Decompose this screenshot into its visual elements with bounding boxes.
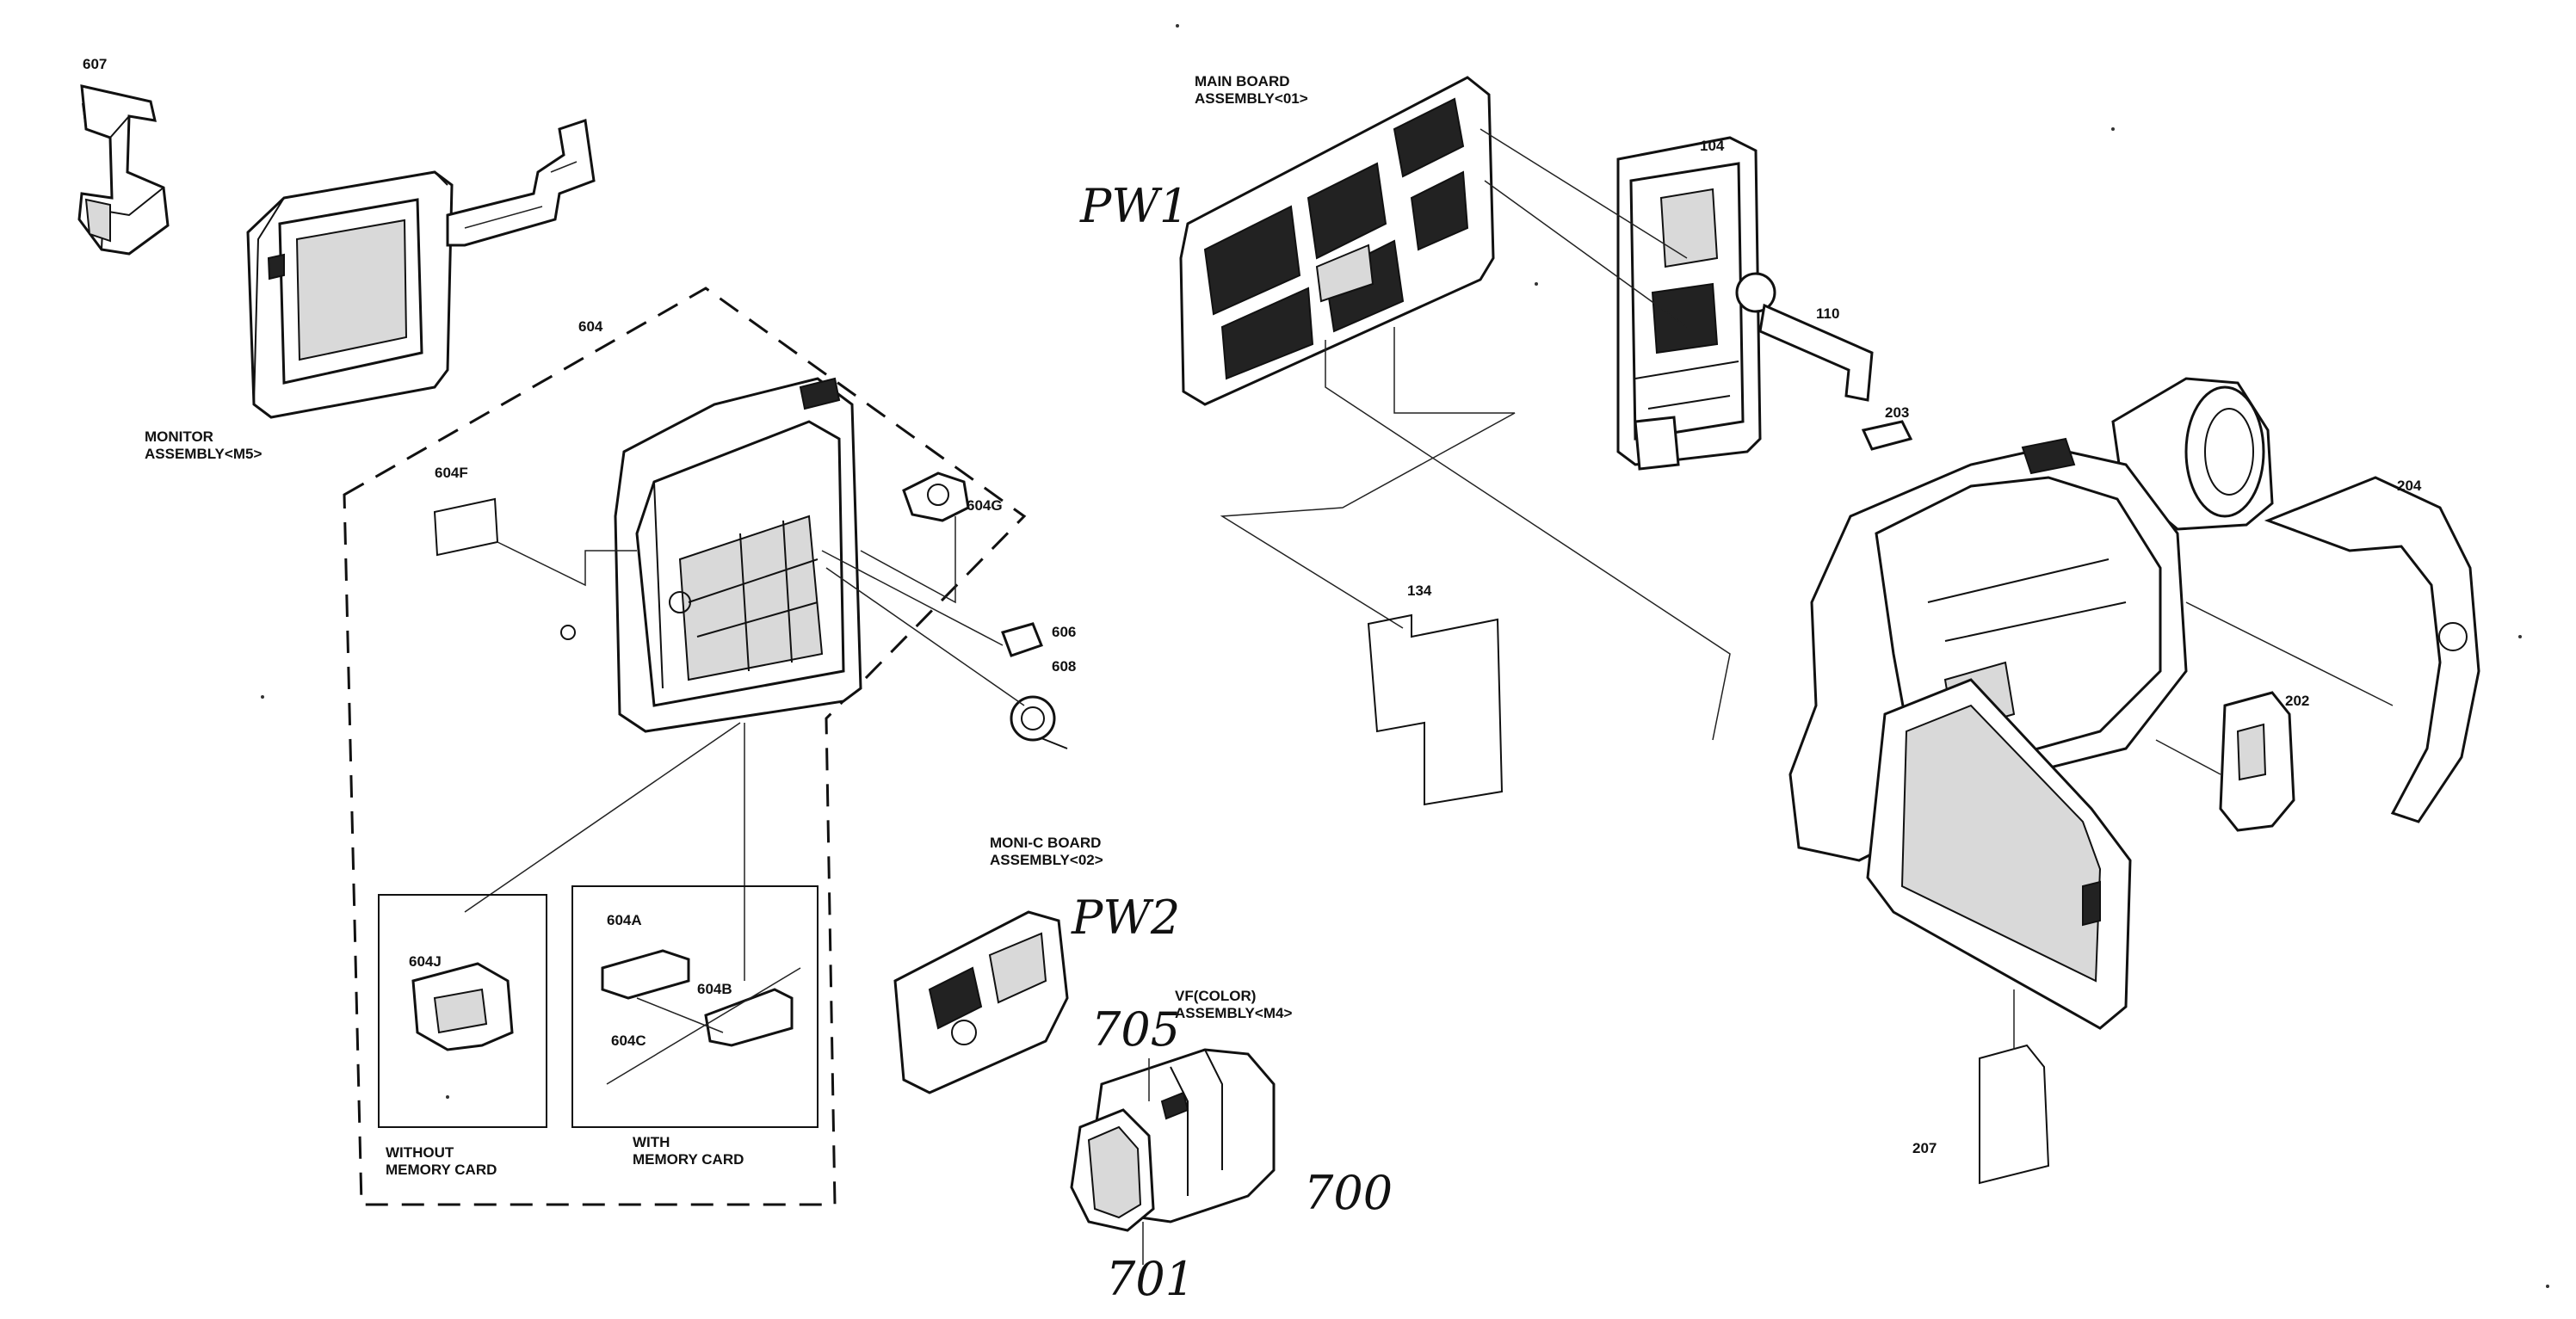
leader-lines-604	[464, 516, 1025, 981]
label-without-memory-card: WITHOUT MEMORY CARD	[386, 1144, 497, 1178]
label-207: 207	[1912, 1140, 1937, 1156]
part-606	[1001, 622, 1043, 657]
part-104-board	[1616, 136, 1776, 471]
label-202: 202	[2285, 693, 2310, 709]
label-604C: 604C	[611, 1032, 646, 1049]
handwritten-701: 701	[1106, 1252, 1195, 1306]
part-604-frame	[560, 377, 862, 733]
label-604: 604	[578, 318, 603, 335]
label-134: 134	[1407, 582, 1432, 599]
part-camera-body	[1788, 377, 2274, 1030]
label-monitor-assembly: MONITOR ASSEMBLY<M5>	[145, 428, 263, 462]
label-604J: 604J	[409, 953, 442, 970]
handwritten-700: 700	[1304, 1166, 1393, 1220]
part-604-dashed-outline	[343, 287, 1027, 1206]
label-604B: 604B	[697, 981, 732, 997]
label-604G: 604G	[967, 497, 1003, 514]
label-607: 607	[83, 56, 108, 72]
label-104: 104	[1700, 138, 1725, 154]
part-607-bracket	[77, 84, 170, 256]
part-608-spring	[1010, 695, 1068, 749]
part-202-cover	[2155, 691, 2295, 832]
label-604F: 604F	[435, 465, 468, 481]
label-with-memory-card: WITH MEMORY CARD	[633, 1134, 744, 1168]
part-monitor-assembly	[246, 119, 596, 419]
part-203-cap	[1861, 420, 1913, 451]
label-604A: 604A	[607, 912, 642, 928]
box-with-memory-card	[571, 885, 819, 1128]
part-moni-c-board	[893, 910, 1069, 1094]
handwritten-pw1: PW1	[1080, 179, 1189, 233]
part-main-board	[1179, 76, 1495, 406]
part-134-sheet	[1367, 613, 1504, 806]
scan-specks	[261, 24, 2549, 1288]
handwritten-705: 705	[1091, 1002, 1181, 1057]
leader-lines-main-board	[1220, 128, 1731, 741]
part-110-flex	[1758, 303, 1874, 402]
handwritten-pw2: PW2	[1072, 891, 1181, 945]
box-without-memory-card	[378, 894, 547, 1128]
label-204: 204	[2397, 478, 2422, 494]
label-608: 608	[1052, 658, 1077, 675]
part-604G-bracket	[902, 472, 970, 522]
label-606: 606	[1052, 624, 1077, 640]
part-204-grip-belt	[2185, 476, 2480, 823]
part-604F-sheet	[433, 497, 499, 557]
part-vf-assembly	[1070, 1048, 1276, 1265]
label-203: 203	[1885, 404, 1910, 421]
label-main-board-assembly: MAIN BOARD ASSEMBLY<01>	[1195, 73, 1308, 107]
label-vf-color-assembly: VF(COLOR) ASSEMBLY<M4>	[1175, 988, 1293, 1021]
label-110: 110	[1816, 305, 1840, 322]
label-moni-c-board-assembly: MONI-C BOARD ASSEMBLY<02>	[990, 835, 1103, 868]
part-207-card	[1979, 989, 2050, 1185]
